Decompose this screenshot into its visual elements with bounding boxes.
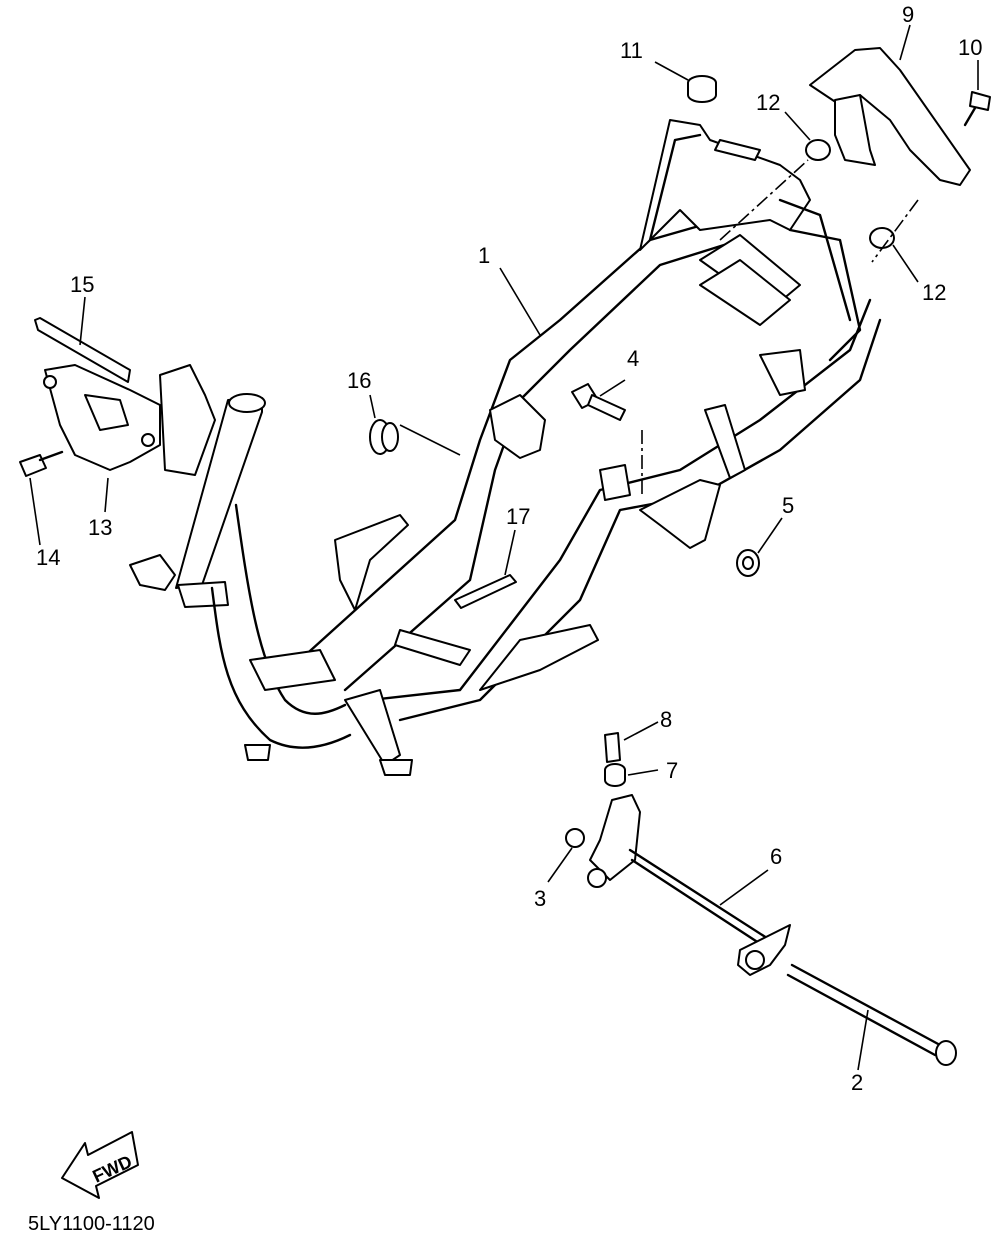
label-9: 9 [902,2,914,27]
label-11: 11 [620,38,643,63]
engine-bracket-6 [587,794,791,976]
collar-11 [687,75,717,103]
spring-8 [604,732,621,763]
label-3: 3 [534,886,546,911]
label-15: 15 [70,272,94,297]
leader-lines [29,24,979,1071]
main-frame [129,119,882,776]
label-14: 14 [36,545,60,570]
bolt-14 [19,450,64,477]
label-13: 13 [88,515,112,540]
collar-7 [604,763,626,787]
label-17: 17 [506,504,530,529]
label-8: 8 [660,707,672,732]
label-5: 5 [782,493,794,518]
cap-12-upper [805,139,831,161]
label-2: 2 [851,1070,863,1095]
bracket-9 [809,47,971,186]
label-12-upper: 12 [756,90,780,115]
label-10: 10 [958,35,982,60]
label-1: 1 [478,243,490,268]
bolt-10 [963,91,991,127]
nut-3 [565,828,585,848]
fwd-arrow-icon: FWD [61,1131,139,1199]
cap-12-lower [869,227,895,249]
plate-17 [454,574,517,609]
label-6: 6 [770,844,782,869]
bracket-13-assembly [34,317,216,476]
label-12-lower: 12 [922,280,946,305]
label-16: 16 [347,368,371,393]
bolt-2 [786,963,957,1066]
diagram-code: 5LY1100-1120 [28,1213,155,1235]
nut-5 [736,549,760,577]
label-7: 7 [666,758,678,783]
label-4: 4 [627,346,639,371]
grommet-16 [369,419,399,455]
bolt-4 [571,383,626,421]
